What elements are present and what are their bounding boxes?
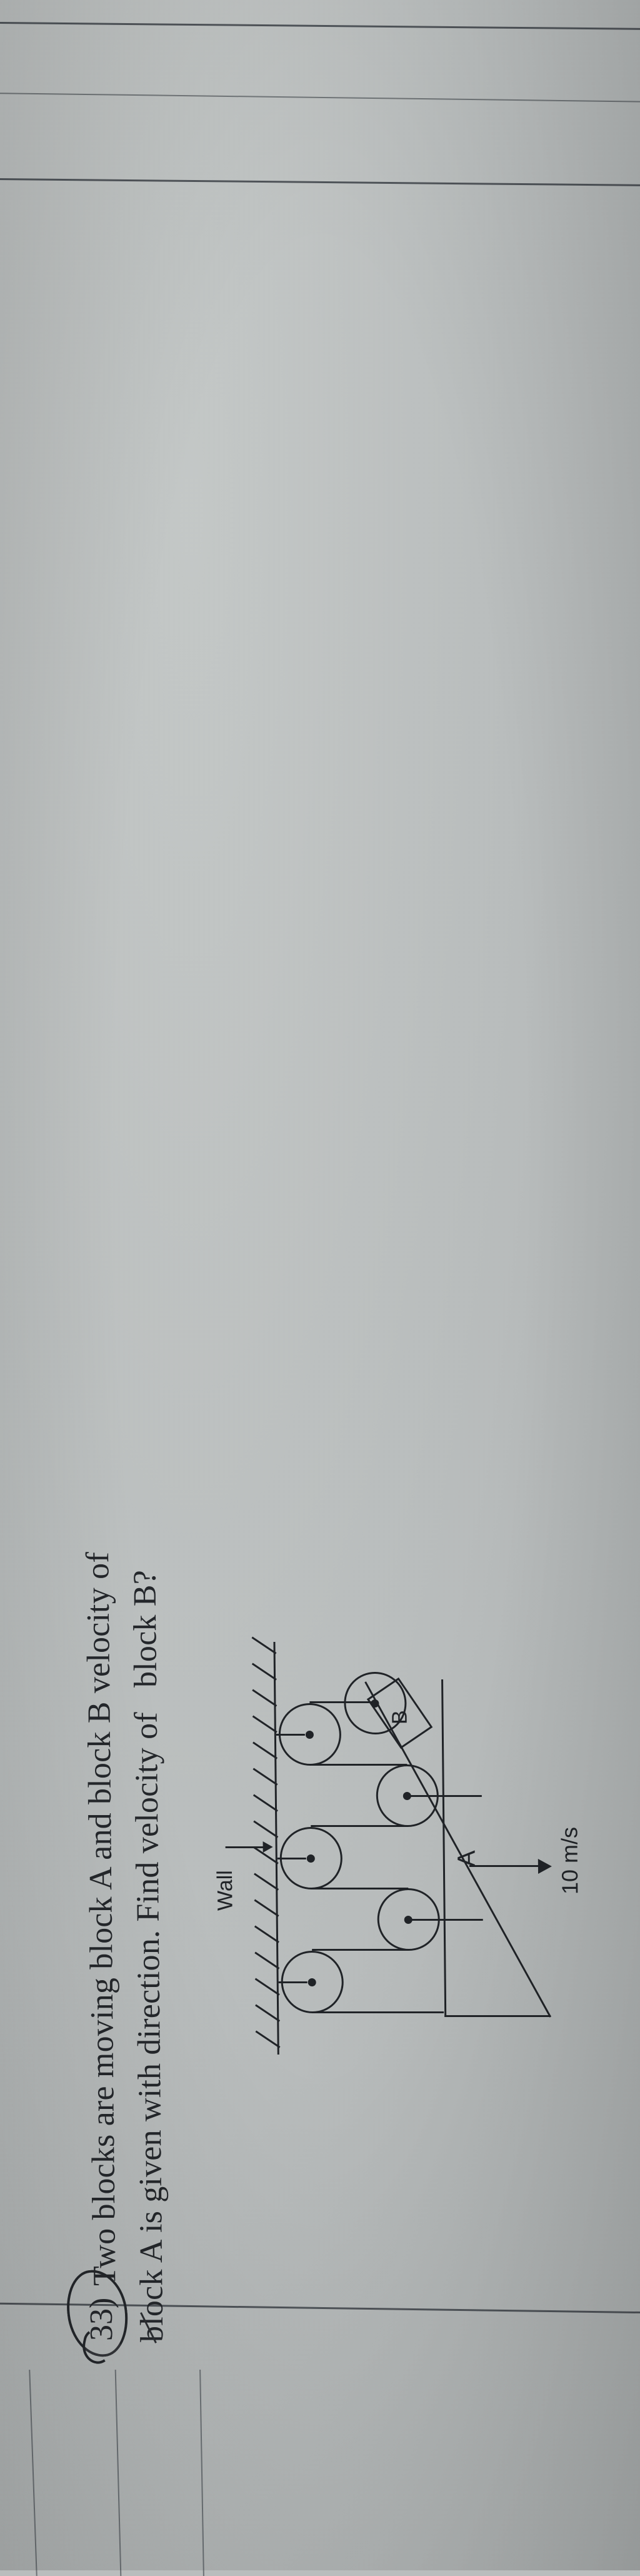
block-a-left-edge xyxy=(444,2015,551,2017)
fixed-pulley-right-hub xyxy=(305,1730,314,1739)
ruled-line-3 xyxy=(199,2370,204,2576)
wall-label: Wall xyxy=(212,1869,238,1911)
rope-strand-2 xyxy=(312,1948,409,1951)
printed-rule-third xyxy=(0,178,640,187)
question-line-1: Two blocks are moving block A and block … xyxy=(80,1551,123,2286)
printed-rule-top xyxy=(0,21,640,31)
question-line-3-text: block B? xyxy=(127,1569,164,1688)
wall-leader-arrowhead xyxy=(262,1841,273,1853)
ruled-line-2 xyxy=(114,2370,122,2576)
ruled-line-1 xyxy=(29,2370,38,2576)
block-a-bar xyxy=(441,1679,447,2017)
question-line-2-text: block A is given with direction. Find ve… xyxy=(128,1711,171,2342)
rope-strand-3 xyxy=(311,1887,409,1889)
printed-rule-second xyxy=(0,92,640,103)
question-line-2: block A is given with direction. Find ve… xyxy=(122,1570,175,2342)
rope-strand-1 xyxy=(312,2011,444,2013)
velocity-arrow-head xyxy=(538,1858,552,1874)
pulley-diagram: Wall xyxy=(196,1392,582,2055)
velocity-label: 10 m/s xyxy=(556,1826,583,1894)
ceiling-hatching xyxy=(196,1392,281,2055)
rope-strand-5 xyxy=(310,1763,408,1766)
block-b-label: B xyxy=(388,1709,412,1724)
fixed-pulley-left-hub xyxy=(308,1978,316,1986)
wall-leader-line xyxy=(225,1846,267,1848)
fixed-pulley-middle-hub xyxy=(306,1854,315,1863)
rope-strand-4 xyxy=(311,1824,408,1827)
page-content: 33) Two blocks are moving block A and bl… xyxy=(28,191,612,2380)
question-number: 33) xyxy=(83,2297,120,2341)
velocity-arrow-shaft xyxy=(469,1864,543,1867)
